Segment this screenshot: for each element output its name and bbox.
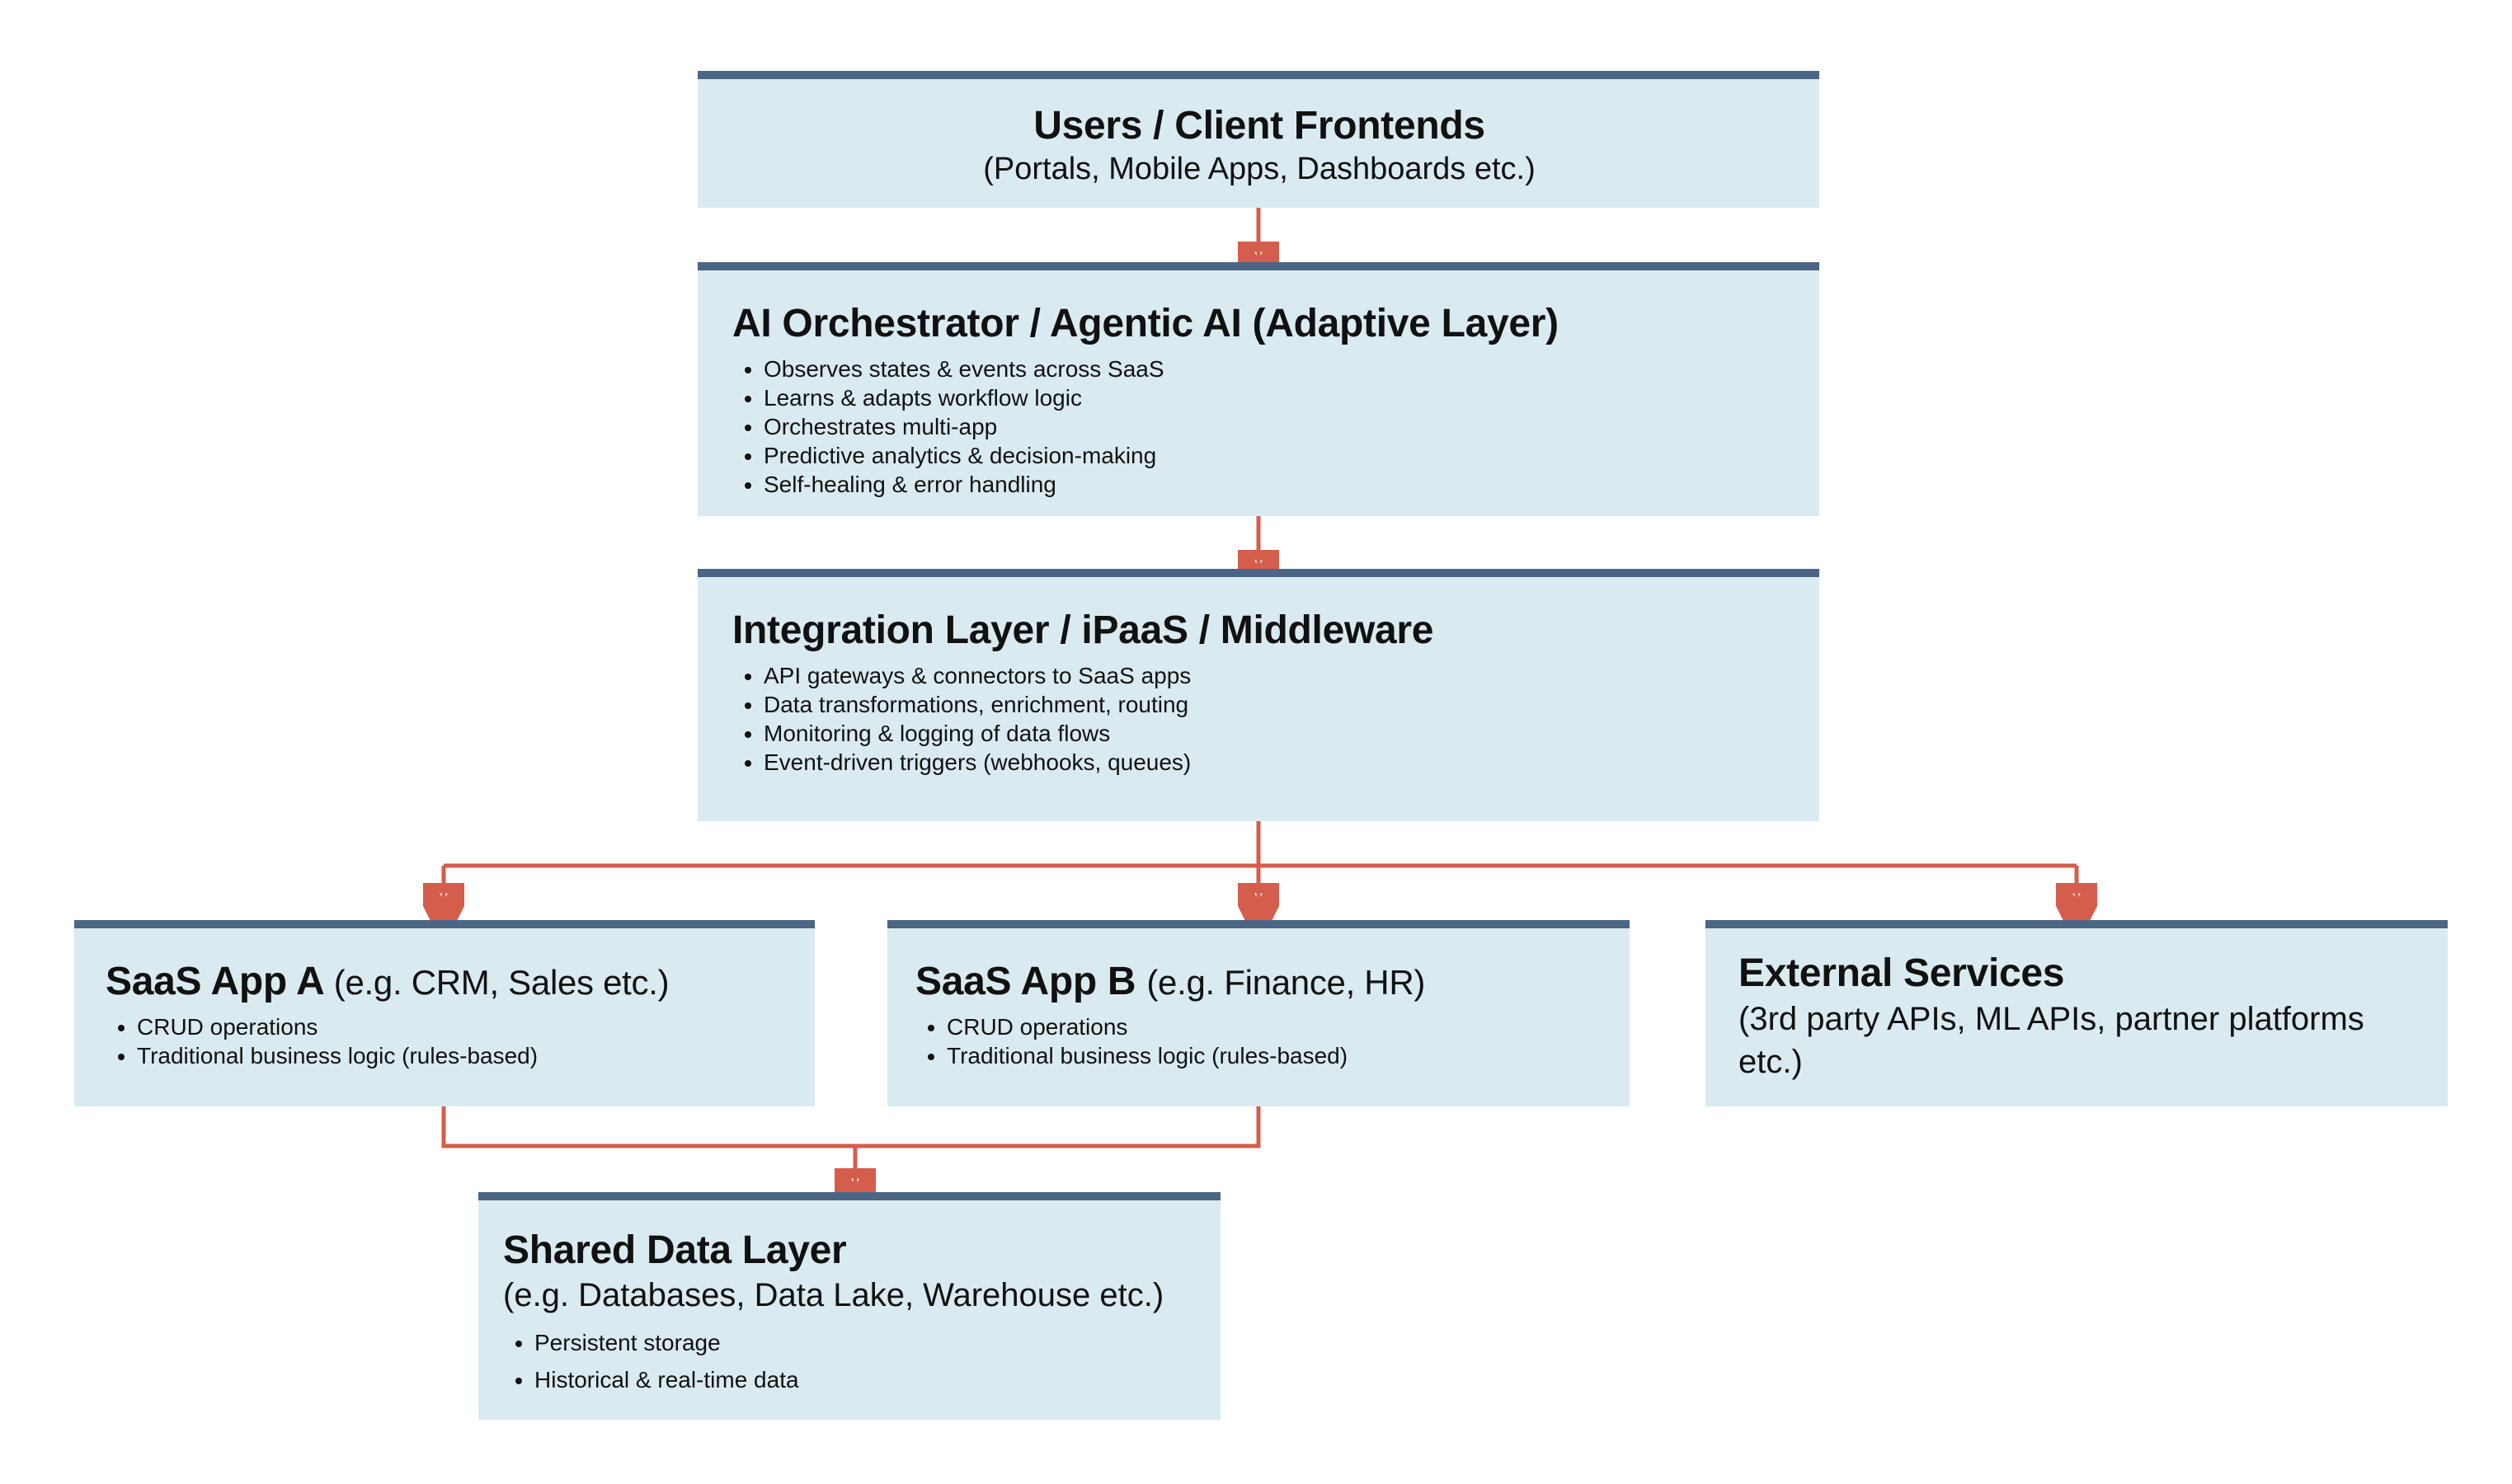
node-title: Integration Layer / iPaaS / Middleware (732, 608, 1434, 652)
node-integration-layer: Integration Layer / iPaaS / Middleware A… (698, 569, 1819, 821)
list-item: Traditional business logic (rules-based) (137, 1041, 782, 1070)
node-title: SaaS App A (106, 960, 323, 1003)
node-title-line: SaaS App B (e.g. Finance, HR) (915, 958, 1597, 1006)
node-title: Users / Client Frontends (1033, 104, 1485, 148)
node-external-services: External Services (3rd party APIs, ML AP… (1705, 920, 2448, 1106)
bullet-list: CRUD operations Traditional business log… (915, 1012, 1597, 1070)
list-item: Event-driven triggers (webhooks, queues) (764, 748, 1786, 777)
bullet-list: Observes states & events across SaaS Lea… (732, 355, 1786, 499)
node-title-note: (e.g. CRM, Sales etc.) (333, 963, 670, 1002)
list-item: Orchestrates multi-app (764, 412, 1786, 441)
bullet-list: CRUD operations Traditional business log… (106, 1012, 782, 1070)
list-item: Learns & adapts workflow logic (764, 383, 1786, 412)
node-title-note: (e.g. Finance, HR) (1146, 963, 1426, 1002)
bullet-list: Persistent storage Historical & real-tim… (503, 1324, 1188, 1398)
list-item: Historical & real-time data (534, 1361, 1188, 1398)
node-title: AI Orchestrator / Agentic AI (Adaptive L… (732, 302, 1559, 345)
node-subtitle: (3rd party APIs, ML APIs, partner platfo… (1738, 1000, 2364, 1080)
node-title-line: SaaS App A (e.g. CRM, Sales etc.) (106, 958, 782, 1006)
node-title: Shared Data Layer (503, 1228, 847, 1272)
list-item: Self-healing & error handling (764, 470, 1786, 499)
list-item: Traditional business logic (rules-based) (947, 1041, 1597, 1070)
list-item: CRUD operations (947, 1012, 1597, 1041)
connector-integration-bus (444, 821, 2077, 868)
node-saas-app-b: SaaS App B (e.g. Finance, HR) CRUD opera… (887, 920, 1630, 1106)
node-ai-orchestrator: AI Orchestrator / Agentic AI (Adaptive L… (698, 262, 1819, 516)
list-item: Monitoring & logging of data flows (764, 719, 1786, 748)
list-item: API gateways & connectors to SaaS apps (764, 661, 1786, 690)
node-users: Users / Client Frontends (Portals, Mobil… (698, 71, 1819, 208)
connector-saas-merge (441, 1106, 1261, 1148)
node-subtitle: (Portals, Mobile Apps, Dashboards etc.) (983, 151, 1536, 186)
node-saas-app-a: SaaS App A (e.g. CRM, Sales etc.) CRUD o… (74, 920, 815, 1106)
list-item: Observes states & events across SaaS (764, 355, 1786, 383)
bullet-list: API gateways & connectors to SaaS apps D… (732, 661, 1786, 777)
list-item: Data transformations, enrichment, routin… (764, 690, 1786, 719)
node-title: SaaS App B (915, 960, 1136, 1003)
list-item: Predictive analytics & decision-making (764, 441, 1786, 470)
node-shared-data-layer: Shared Data Layer (e.g. Databases, Data … (478, 1192, 1221, 1420)
list-item: Persistent storage (534, 1324, 1188, 1361)
node-title: External Services (1738, 951, 2065, 995)
list-item: CRUD operations (137, 1012, 782, 1041)
node-subtitle: (e.g. Databases, Data Lake, Warehouse et… (503, 1276, 1164, 1313)
